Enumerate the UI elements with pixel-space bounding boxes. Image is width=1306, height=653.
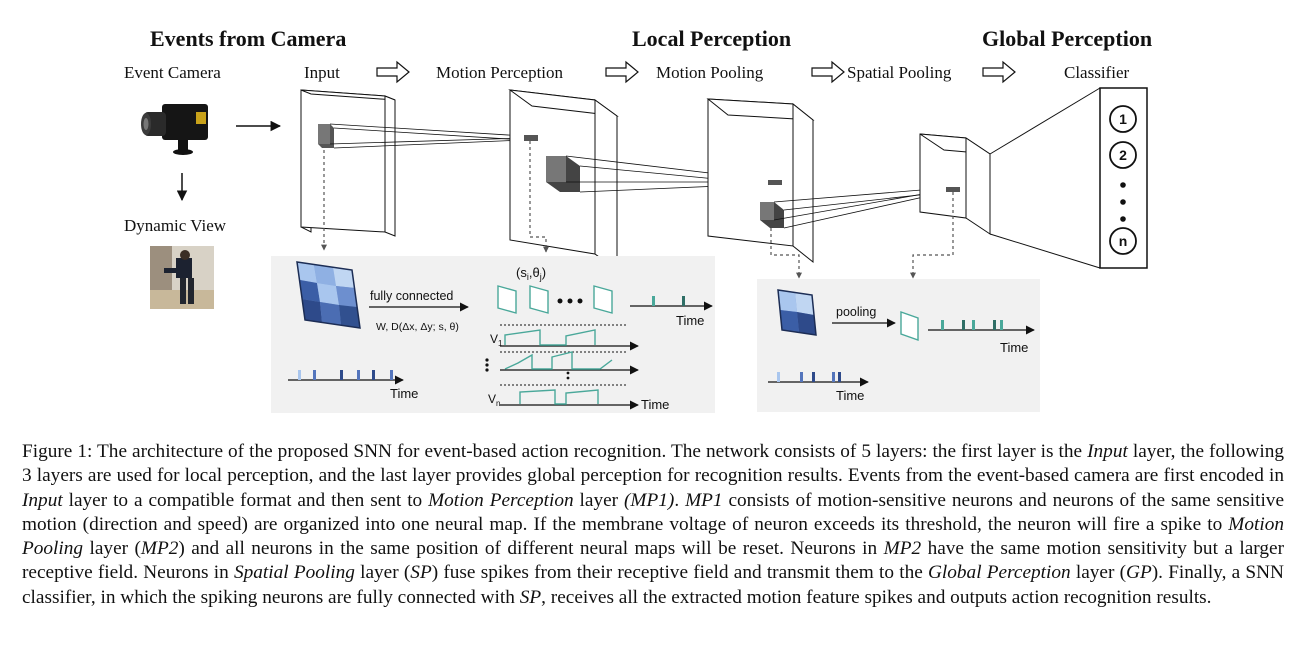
label-event-camera: Event Camera bbox=[124, 63, 221, 82]
label-time-mp2: Time bbox=[836, 388, 864, 403]
input-event-grid-icon bbox=[296, 261, 361, 329]
motion-pooling-layer bbox=[706, 98, 815, 264]
input-layer bbox=[300, 89, 396, 237]
label-vn: Vn bbox=[488, 392, 500, 408]
label-motion-perception: Motion Perception bbox=[436, 63, 564, 82]
classifier-box bbox=[1099, 87, 1148, 269]
neural-map-icons bbox=[497, 285, 613, 314]
label-v1: V1 bbox=[490, 332, 503, 348]
heading-events-from-camera: Events from Camera bbox=[150, 26, 346, 51]
motion-perception-layer bbox=[508, 89, 619, 271]
figure-caption: Figure 1: The architecture of the propos… bbox=[22, 441, 1285, 608]
input-spike-train bbox=[288, 370, 404, 385]
label-spatial-pooling: Spatial Pooling bbox=[847, 63, 952, 82]
classifier-projection-lines bbox=[989, 87, 1101, 269]
label-time-input: Time bbox=[390, 386, 418, 401]
pooling-grid-icon bbox=[777, 289, 817, 336]
classifier-node-2: 2 bbox=[1119, 147, 1127, 163]
dynamic-view-image bbox=[150, 246, 214, 309]
label-time-mp: Time bbox=[676, 313, 704, 328]
heading-local-perception: Local Perception bbox=[632, 26, 791, 51]
mp-spike-train bbox=[630, 296, 713, 311]
event-camera-icon bbox=[141, 104, 208, 155]
hollow-arrow-icon bbox=[376, 60, 1016, 84]
label-motion-pooling: Motion Pooling bbox=[656, 63, 764, 82]
label-classifier: Classifier bbox=[1064, 63, 1129, 82]
spatial-pooling-layer bbox=[919, 133, 991, 235]
label-input: Input bbox=[304, 63, 340, 82]
label-pooling: pooling bbox=[836, 305, 876, 319]
mp2-spike-train bbox=[768, 372, 869, 387]
ellipsis-dots bbox=[557, 298, 583, 304]
motion-pooling-projection-lines bbox=[773, 187, 947, 229]
label-param: (si,θj) bbox=[516, 265, 546, 282]
sp-spike-train bbox=[928, 320, 1035, 335]
label-dynamic-view: Dynamic View bbox=[124, 216, 227, 235]
dashed-connectors bbox=[321, 141, 954, 279]
label-time-sp: Time bbox=[1000, 340, 1028, 355]
pooled-map-icon bbox=[900, 311, 919, 341]
classifier-node-n: n bbox=[1119, 233, 1128, 249]
label-formula: W, D(Δx, Δy; s, θ) bbox=[376, 321, 459, 333]
label-fully-connected: fully connected bbox=[370, 289, 453, 303]
label-time-vn: Time bbox=[641, 397, 669, 412]
architecture-figure: Events from Camera Local Perception Glob… bbox=[124, 26, 1152, 413]
classifier-node-1: 1 bbox=[1119, 111, 1127, 127]
membrane-voltage-traces bbox=[485, 324, 639, 410]
input-projection-lines bbox=[329, 123, 525, 149]
heading-global-perception: Global Perception bbox=[982, 26, 1152, 51]
